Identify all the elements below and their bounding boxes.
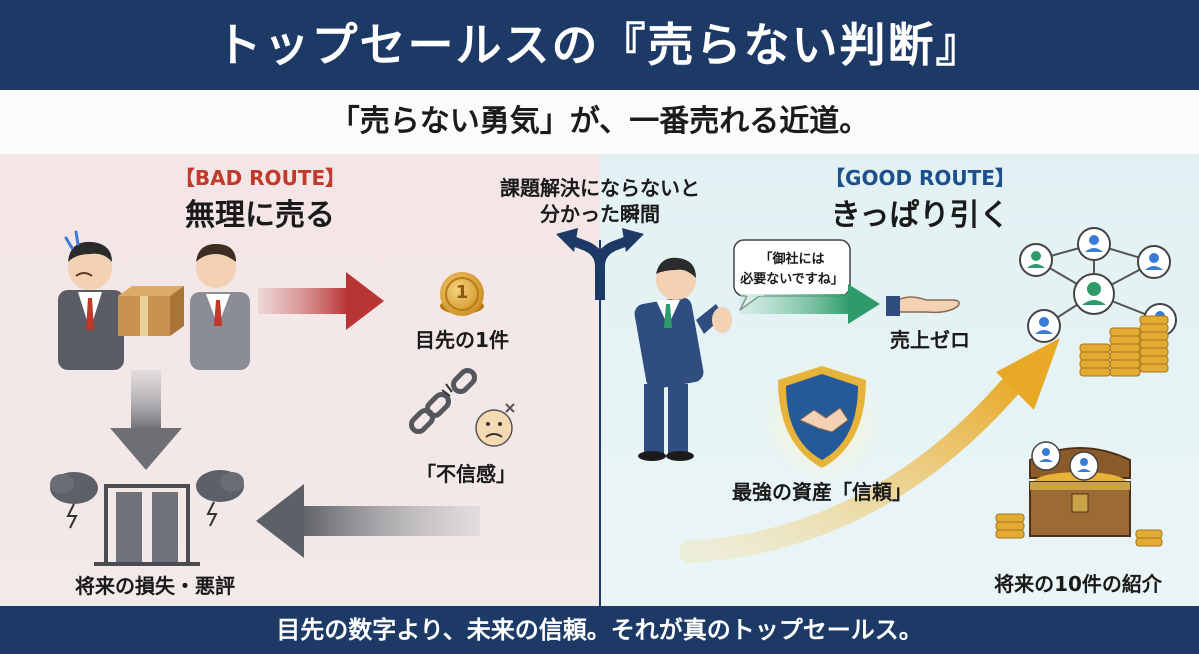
client-illustration [190,244,250,370]
sad-face-icon [475,403,515,447]
trust-label: 最強の資産「信頼」 [732,480,912,504]
coin-stacks-icon [1079,315,1169,377]
bad-route-tag: 【BAD ROUTE】 [174,166,346,190]
good-route-heading: きっぱり引く [830,198,1010,233]
decision-line-1: 課題解決にならないと [500,176,700,200]
zero-sales-label: 売上ゼロ [890,328,970,352]
storm-cloud-right-icon [196,470,244,527]
coin-icon [440,272,484,316]
bad-arrow-right [258,272,384,330]
coin-numeral: 1 [455,282,469,303]
coin-label: 目先の1件 [415,328,509,352]
treasure-chest-icon [995,441,1163,547]
gold-growth-arrow [679,338,1060,563]
route-divider [599,240,601,606]
good-arrow-right [740,284,880,324]
fork-arrow-icon [556,228,644,300]
pushy-salesman-illustration [58,230,184,370]
decision-line-2: 分かった瞬間 [540,202,660,226]
bad-route-heading: 無理に売る [185,198,335,233]
trust-shield-icon [760,358,884,482]
subtitle: 「売らない勇気」が、一番売れる近道。 [329,104,870,139]
storm-cloud-left-icon [50,472,98,529]
subtitle-band [0,90,1199,154]
good-route-tag: 【GOOD ROUTE】 [825,166,1015,190]
distrust-label: 「不信感」 [416,462,516,486]
speech-line-1: 「御社には [759,252,825,267]
future-loss-label: 将来の損失・悪評 [75,574,235,598]
page-title: トップセールスの『売らない判断』 [215,18,984,72]
closed-door-icon [94,484,200,566]
open-hand-icon [886,296,960,316]
header-bar [0,0,1199,90]
referral-label: 将来の10件の紹介 [994,572,1162,596]
footer-message: 目先の数字より、未来の信頼。それが真のトップセールス。 [276,616,923,644]
bowing-salesman-illustration [634,257,732,461]
footer-bar [0,606,1199,654]
bad-arrow-left [256,484,480,558]
speech-line-2: 必要ないですね」 [740,272,844,287]
broken-chain-icon [408,367,478,435]
bad-arrow-down [110,370,182,470]
